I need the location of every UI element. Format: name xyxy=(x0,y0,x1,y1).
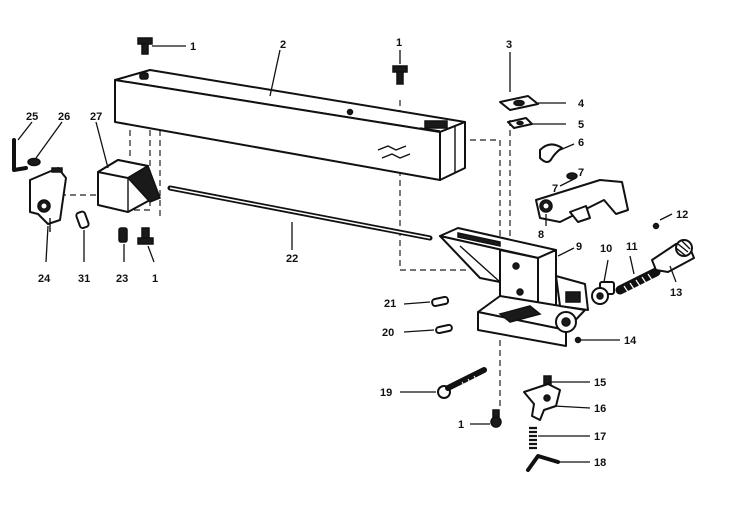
callout-14: 14 xyxy=(624,335,637,347)
callout-21: 21 xyxy=(384,298,396,310)
pin-21 xyxy=(431,295,450,308)
screw-1-lower-left xyxy=(137,227,154,245)
spring-17 xyxy=(529,426,537,450)
callout-24: 24 xyxy=(38,273,51,285)
callout-19: 19 xyxy=(380,387,392,399)
callout-1: 1 xyxy=(190,41,196,53)
washer-12 xyxy=(652,222,660,230)
callout-9: 9 xyxy=(576,241,582,253)
pin-20 xyxy=(435,323,453,335)
callout-6: 6 xyxy=(578,137,584,149)
callout-labels: 1 2 1 3 4 5 6 7 7 8 9 10 11 12 13 14 15 … xyxy=(26,37,688,469)
callout-10: 10 xyxy=(600,243,612,255)
leader-lines xyxy=(17,45,677,463)
threaded-rod-11 xyxy=(615,267,661,295)
callout-5: 5 xyxy=(578,119,584,131)
callout-8: 8 xyxy=(538,229,544,241)
spring-clip-6 xyxy=(539,143,563,163)
callout-1: 1 xyxy=(458,419,464,431)
callout-1: 1 xyxy=(152,273,158,285)
bolt-19 xyxy=(437,367,487,399)
rear-clamp-block xyxy=(97,159,161,213)
callout-23: 23 xyxy=(116,273,128,285)
callout-4: 4 xyxy=(578,98,585,110)
washer-5 xyxy=(507,117,533,129)
callout-20: 20 xyxy=(382,327,394,339)
fence-bar xyxy=(114,69,466,181)
callout-13: 13 xyxy=(670,287,682,299)
screw-1-bottom xyxy=(490,409,502,428)
plate-4 xyxy=(499,95,539,111)
callout-25: 25 xyxy=(26,111,38,123)
hex-wrench-18 xyxy=(526,454,560,472)
callout-31: 31 xyxy=(78,273,90,285)
front-clamp-body xyxy=(439,227,589,347)
callout-15: 15 xyxy=(594,377,606,389)
screw-10 xyxy=(591,281,615,305)
clamp-16 xyxy=(523,383,561,421)
callout-17: 17 xyxy=(594,431,606,443)
callout-27: 27 xyxy=(90,111,102,123)
screw-1-top-left xyxy=(137,37,153,55)
callout-12: 12 xyxy=(676,209,688,221)
callout-18: 18 xyxy=(594,457,606,469)
set-screw-26 xyxy=(27,157,41,167)
knob-13 xyxy=(651,239,695,273)
screw-14 xyxy=(574,336,582,344)
hex-wrench-small xyxy=(12,138,28,172)
callout-1: 1 xyxy=(396,37,402,49)
screw-23 xyxy=(118,227,128,243)
screw-1-top-middle xyxy=(392,65,408,85)
callout-3: 3 xyxy=(506,39,512,51)
callout-7: 7 xyxy=(552,183,558,195)
callout-2: 2 xyxy=(280,39,286,51)
callout-22: 22 xyxy=(286,253,298,265)
callout-16: 16 xyxy=(594,403,606,415)
callout-26: 26 xyxy=(58,111,70,123)
lock-lever xyxy=(535,172,629,223)
rear-clamp xyxy=(29,167,67,232)
callout-11: 11 xyxy=(626,241,638,253)
screw-15 xyxy=(543,375,552,385)
callout-7: 7 xyxy=(578,167,584,179)
rod xyxy=(167,185,433,241)
pin-31 xyxy=(75,210,90,230)
